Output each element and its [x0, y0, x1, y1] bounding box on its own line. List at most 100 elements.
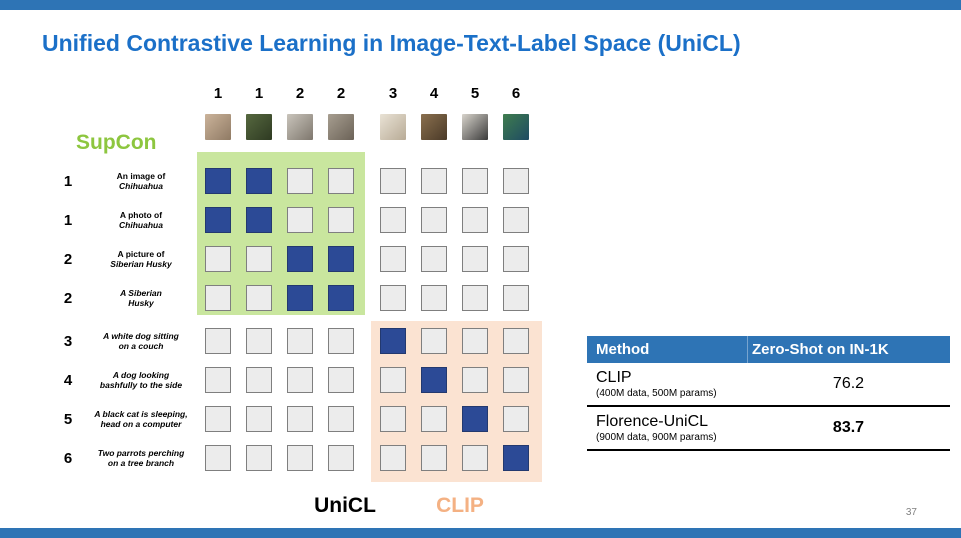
- matrix-cell: [246, 285, 272, 311]
- table-row: Florence-UniCL(900M data, 900M params)83…: [587, 407, 950, 451]
- thumbnail-chihuahua-2-image: [246, 114, 272, 140]
- matrix-cell: [328, 168, 354, 194]
- column-label: 6: [511, 85, 521, 102]
- matrix-cell: [287, 285, 313, 311]
- matrix-cell: [328, 207, 354, 233]
- top-accent-bar: [0, 0, 961, 10]
- score-value: 83.7: [832, 419, 865, 436]
- column-label: 1: [254, 85, 264, 102]
- matrix-cell: [503, 445, 529, 471]
- row-label: 2: [63, 250, 73, 268]
- column-label: 3: [388, 85, 398, 102]
- caption-line-1: A black cat is sleeping,: [94, 409, 188, 419]
- page-number: 37: [905, 507, 917, 518]
- thumbnail-husky-1-image: [287, 114, 313, 140]
- matrix-cell: [246, 168, 272, 194]
- matrix-cell: [328, 406, 354, 432]
- matrix-cell: [287, 406, 313, 432]
- matrix-cell: [421, 285, 447, 311]
- method-name: CLIP: [596, 369, 632, 386]
- column-label: 4: [429, 85, 439, 102]
- slide-title: Unified Contrastive Learning in Image-Te…: [42, 30, 741, 56]
- matrix-cell: [421, 207, 447, 233]
- matrix-cell: [503, 328, 529, 354]
- column-label: 2: [295, 85, 305, 102]
- matrix-cell: [287, 246, 313, 272]
- matrix-cell: [205, 406, 231, 432]
- caption-line-1: A Siberian: [120, 288, 162, 298]
- matrix-cell: [462, 207, 488, 233]
- matrix-cell: [503, 168, 529, 194]
- matrix-cell: [380, 246, 406, 272]
- bottom-accent-bar: [0, 528, 961, 538]
- matrix-cell: [287, 328, 313, 354]
- caption-line-1: An image of: [116, 171, 166, 181]
- row-label: 4: [63, 371, 73, 389]
- matrix-cell: [462, 406, 488, 432]
- matrix-cell: [380, 445, 406, 471]
- matrix-cell: [328, 246, 354, 272]
- caption-line-1: Two parrots perching: [97, 448, 185, 458]
- thumbnail-black-cat-image: [462, 114, 488, 140]
- supcon-label: SupCon: [76, 131, 157, 154]
- results-table: Method Zero-Shot on IN-1K CLIP(400M data…: [587, 336, 950, 451]
- matrix-cell: [246, 367, 272, 393]
- matrix-cell: [328, 445, 354, 471]
- matrix-cell: [246, 406, 272, 432]
- matrix-cell: [503, 207, 529, 233]
- matrix-cell: [380, 168, 406, 194]
- matrix-cell: [421, 367, 447, 393]
- row-label: 5: [63, 410, 73, 428]
- caption-line-1: A white dog sitting: [103, 331, 179, 341]
- matrix-cell: [380, 207, 406, 233]
- matrix-cell: [205, 367, 231, 393]
- row-label: 1: [63, 211, 73, 229]
- matrix-cell: [205, 207, 231, 233]
- matrix-cell: [328, 328, 354, 354]
- thumbnail-parrots-image: [503, 114, 529, 140]
- thumbnail-bashful-dog-image: [421, 114, 447, 140]
- matrix-cell: [503, 246, 529, 272]
- matrix-cell: [246, 207, 272, 233]
- matrix-cell: [503, 285, 529, 311]
- table-header-score: Zero-Shot on IN-1K: [747, 336, 950, 363]
- matrix-cell: [421, 328, 447, 354]
- matrix-cell: [380, 367, 406, 393]
- row-caption: A black cat is sleeping,head on a comput…: [85, 406, 197, 432]
- matrix-cell: [380, 328, 406, 354]
- matrix-cell: [287, 168, 313, 194]
- row-label: 3: [63, 332, 73, 350]
- matrix-cell: [287, 367, 313, 393]
- matrix-cell: [462, 328, 488, 354]
- matrix-cell: [205, 328, 231, 354]
- matrix-cell: [421, 445, 447, 471]
- matrix-cell: [462, 367, 488, 393]
- table-header-method: Method: [596, 341, 650, 358]
- matrix-cell: [205, 285, 231, 311]
- matrix-cell: [287, 207, 313, 233]
- matrix-cell: [462, 285, 488, 311]
- method-cell: CLIP(400M data, 500M params): [587, 369, 747, 399]
- matrix-cell: [503, 367, 529, 393]
- matrix-cell: [462, 168, 488, 194]
- row-label: 6: [63, 449, 73, 467]
- caption-line-2: Husky: [128, 298, 154, 308]
- unicl-label: UniCL: [314, 494, 376, 517]
- clip-label: CLIP: [436, 494, 484, 517]
- matrix-cell: [421, 168, 447, 194]
- matrix-cell: [205, 246, 231, 272]
- matrix-cell: [246, 328, 272, 354]
- caption-line-2: on a tree branch: [107, 458, 175, 468]
- thumbnail-husky-2-image: [328, 114, 354, 140]
- caption-line-2: Siberian Husky: [110, 259, 172, 269]
- column-label: 5: [470, 85, 480, 102]
- matrix-cell: [205, 445, 231, 471]
